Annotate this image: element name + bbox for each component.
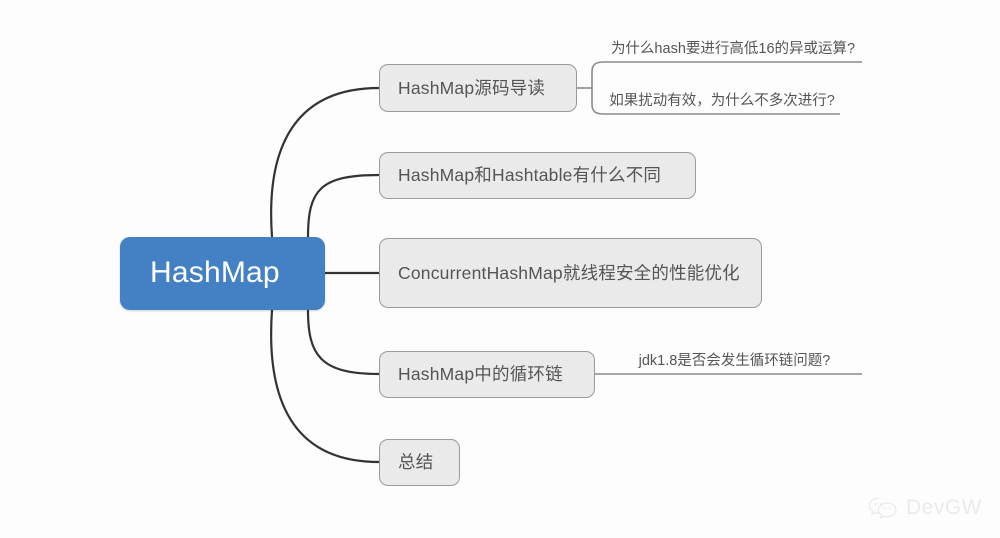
branch-node-summary[interactable]: 总结 (379, 439, 460, 486)
leaf-node-label: 为什么hash要进行高低16的异或运算? (610, 40, 856, 57)
edge-source-reading-bracket (591, 61, 862, 73)
branch-node-concurrenthashmap[interactable]: ConcurrentHashMap就线程安全的性能优化 (379, 238, 762, 308)
leaf-node-label: 如果扰动有效，为什么不多次进行? (609, 92, 835, 109)
branch-node-source-reading[interactable]: HashMap源码导读 (379, 64, 577, 112)
wechat-icon (868, 497, 897, 520)
root-node-label: HashMap (150, 256, 280, 290)
branch-node-circular-chain[interactable]: HashMap中的循环链 (379, 351, 595, 398)
watermark: DevGW (868, 496, 982, 520)
branch-node-hashtable-diff[interactable]: HashMap和Hashtable有什么不同 (379, 152, 696, 199)
leaf-node-hash-xor[interactable]: 为什么hash要进行高低16的异或运算? (604, 34, 862, 62)
branch-node-label: HashMap源码导读 (398, 77, 546, 98)
leaf-node-jdk18[interactable]: jdk1.8是否会发生循环链问题? (607, 346, 862, 374)
leaf-node-label: jdk1.8是否会发生循环链问题? (638, 352, 831, 369)
edge-root-to-circular-chain (306, 308, 381, 376)
branch-node-label: ConcurrentHashMap就线程安全的性能优化 (398, 262, 740, 283)
edge-root-to-source-reading (270, 86, 381, 239)
branch-node-label: HashMap中的循环链 (398, 364, 563, 385)
leaf-node-perturb[interactable]: 如果扰动有效，为什么不多次进行? (604, 86, 840, 114)
root-node-hashmap[interactable]: HashMap (120, 237, 325, 310)
branch-node-label: HashMap和Hashtable有什么不同 (398, 165, 662, 186)
branch-node-label: 总结 (398, 452, 434, 473)
edge-root-to-summary (270, 308, 381, 464)
watermark-label: DevGW (906, 496, 982, 519)
edge-root-to-hashtable-diff (306, 173, 381, 239)
